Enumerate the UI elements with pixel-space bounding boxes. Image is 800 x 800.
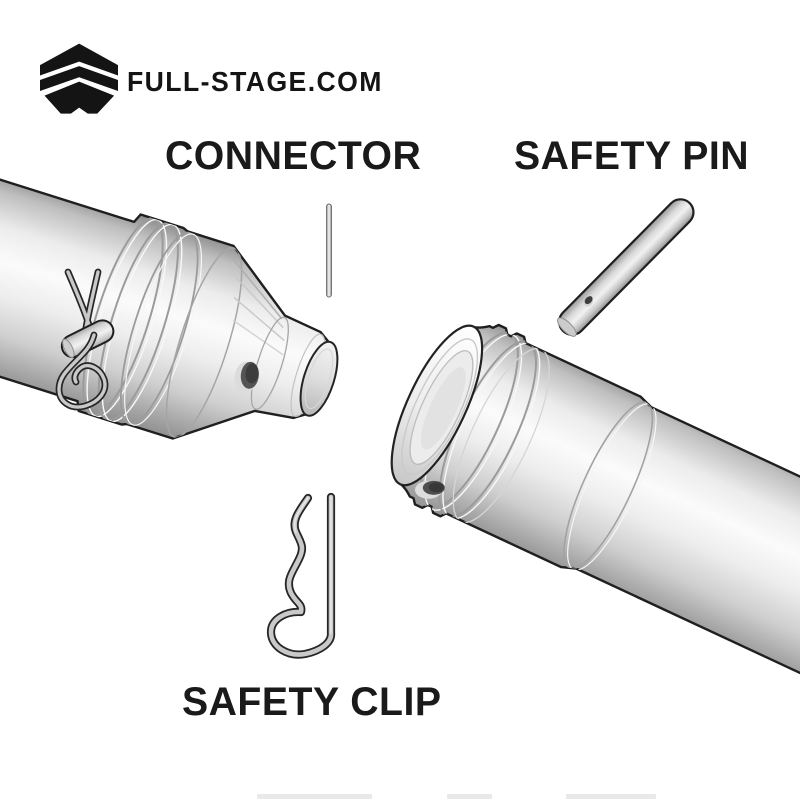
safety-pin-part	[557, 198, 695, 337]
clip-stub-pin	[60, 319, 115, 359]
brand-logo: FULL-STAGE.COM	[40, 43, 396, 116]
thumbnail-edge-3[interactable]	[566, 794, 656, 799]
left-truss-tube-with-connector	[0, 101, 339, 440]
brand-logo-icon	[40, 43, 118, 114]
socket-pin-hole	[414, 480, 445, 499]
right-truss-tube-with-socket	[390, 323, 800, 728]
callout-safety-pin: SAFETY PIN	[514, 134, 750, 178]
spigot-tip-face	[299, 340, 339, 417]
attached-safety-clip	[55, 268, 115, 411]
sleeve-step-ring	[563, 401, 654, 570]
thumbnail-edge-1[interactable]	[257, 794, 372, 799]
callout-safety-clip: SAFETY CLIP	[182, 680, 442, 724]
safety-clip-part	[266, 492, 336, 659]
brand-logo-text: FULL-STAGE.COM	[127, 65, 383, 97]
callout-connector: CONNECTOR	[165, 134, 422, 178]
cone-base-ring	[165, 247, 243, 438]
safety-pin-hole	[584, 296, 594, 307]
thumbnail-edge-2[interactable]	[447, 794, 492, 799]
thin-pin	[326, 203, 332, 298]
connector-pin-hole	[234, 361, 259, 394]
